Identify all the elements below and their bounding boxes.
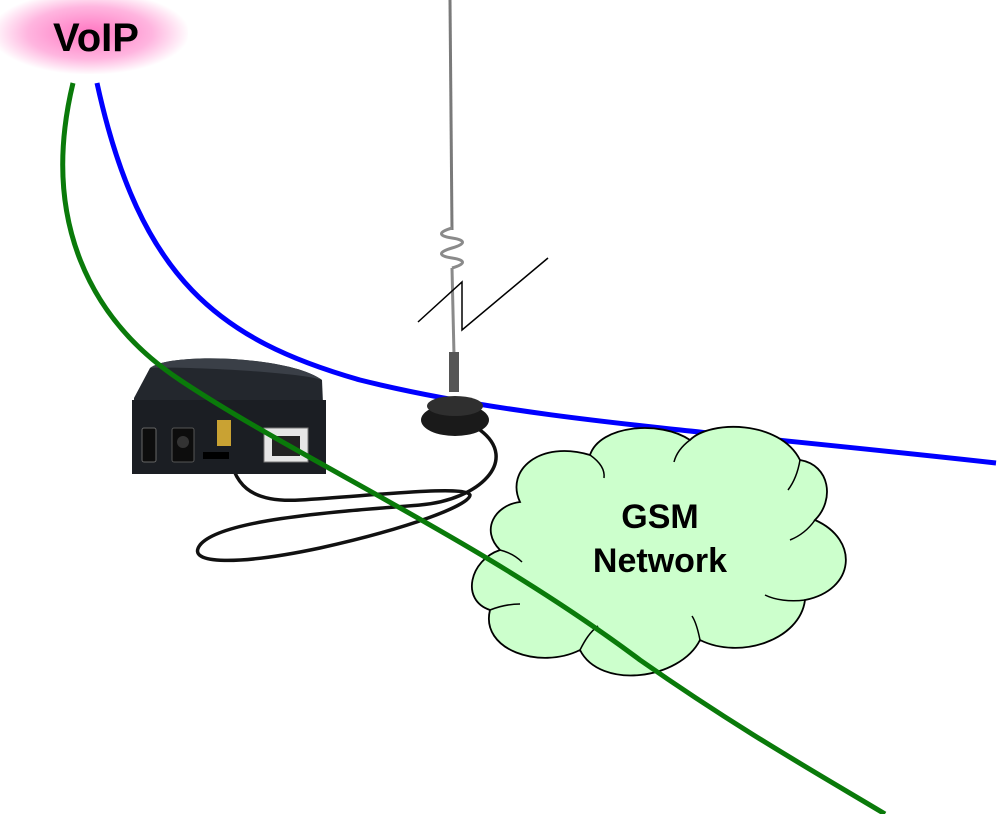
wireless-signal-icon (417, 257, 549, 332)
voip-label-glow (0, 0, 188, 74)
cloud-label-line1: GSM (621, 498, 699, 536)
gsm-network-label: GSM Network (560, 495, 760, 605)
gsm-gateway-device (132, 358, 326, 474)
voip-green-line (60, 82, 887, 814)
voip-label: VoIP (53, 15, 139, 60)
cloud-label-line2: Network (592, 542, 728, 580)
antenna-cable (196, 428, 498, 563)
antenna-icon (421, 0, 489, 436)
